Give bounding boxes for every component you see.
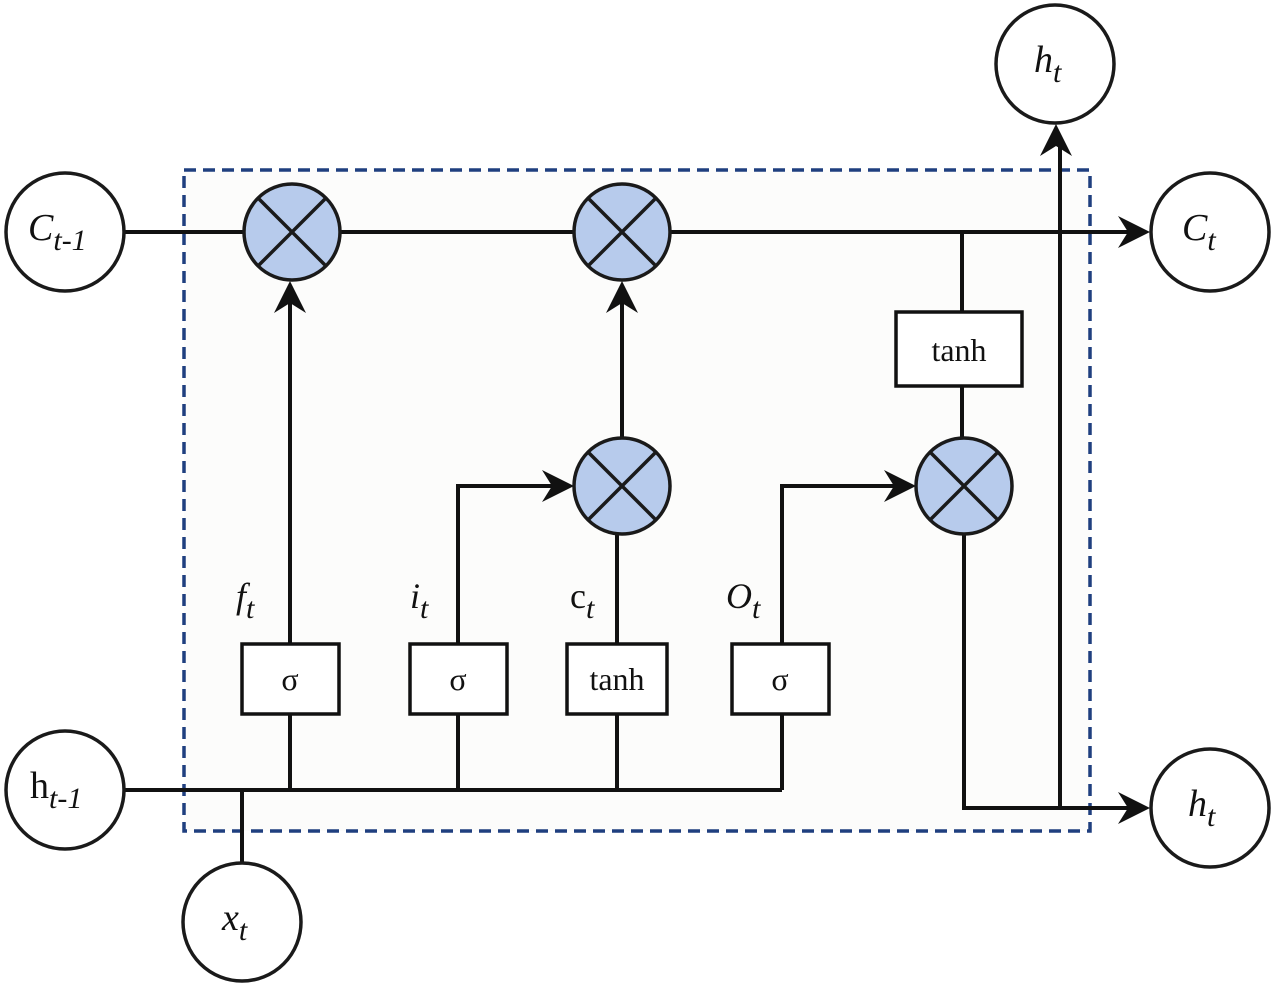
h-out-label: ht [1188,783,1216,833]
update-multiply-node [572,182,672,282]
h-prev-node: ht-1 [4,729,126,851]
input-gate-out-wire [456,484,562,644]
output-gate-out-wire [780,484,904,644]
input-gate-function: σ [449,661,466,697]
h-top-output-label: ht [1034,39,1062,89]
input-multiply-node [572,436,672,536]
x-input-label: xt [221,897,248,947]
arrow-forget [274,281,306,313]
c-prev-label: Ct-1 [28,207,87,257]
h-out-wire [962,534,1140,810]
h-prev-label: ht-1 [30,765,82,815]
h-out-node: ht [1149,747,1271,869]
x-input-node: xt [181,861,303,983]
candidate-label: ct [570,576,595,625]
output-gate: σ [730,642,831,716]
arrow-to-h-out [1118,792,1150,824]
output-gate-function: σ [771,661,788,697]
output-multiply-node [914,436,1014,536]
forget-gate-function: σ [281,661,298,697]
candidate-gate: tanh [565,642,669,716]
arrow-output [884,470,916,502]
c-out-label: Ct [1182,207,1216,257]
forget-gate: σ [240,642,341,716]
arrow-to-c-out [1118,216,1150,248]
h-top-output-node: ht [994,3,1116,125]
arrow-update [606,281,638,313]
cell-tanh-gate: tanh [894,310,1024,388]
input-gate-label: it [410,576,429,625]
input-gate: σ [408,642,509,716]
candidate-gate-function: tanh [589,661,644,697]
c-out-node: Ct [1149,171,1271,293]
c-prev-node: Ct-1 [4,171,126,293]
forget-multiply-node [242,182,342,282]
arrow-input [542,470,574,502]
arrow-to-h-top [1040,124,1072,156]
output-gate-label: Ot [726,576,761,625]
cell-tanh-function: tanh [931,332,986,368]
